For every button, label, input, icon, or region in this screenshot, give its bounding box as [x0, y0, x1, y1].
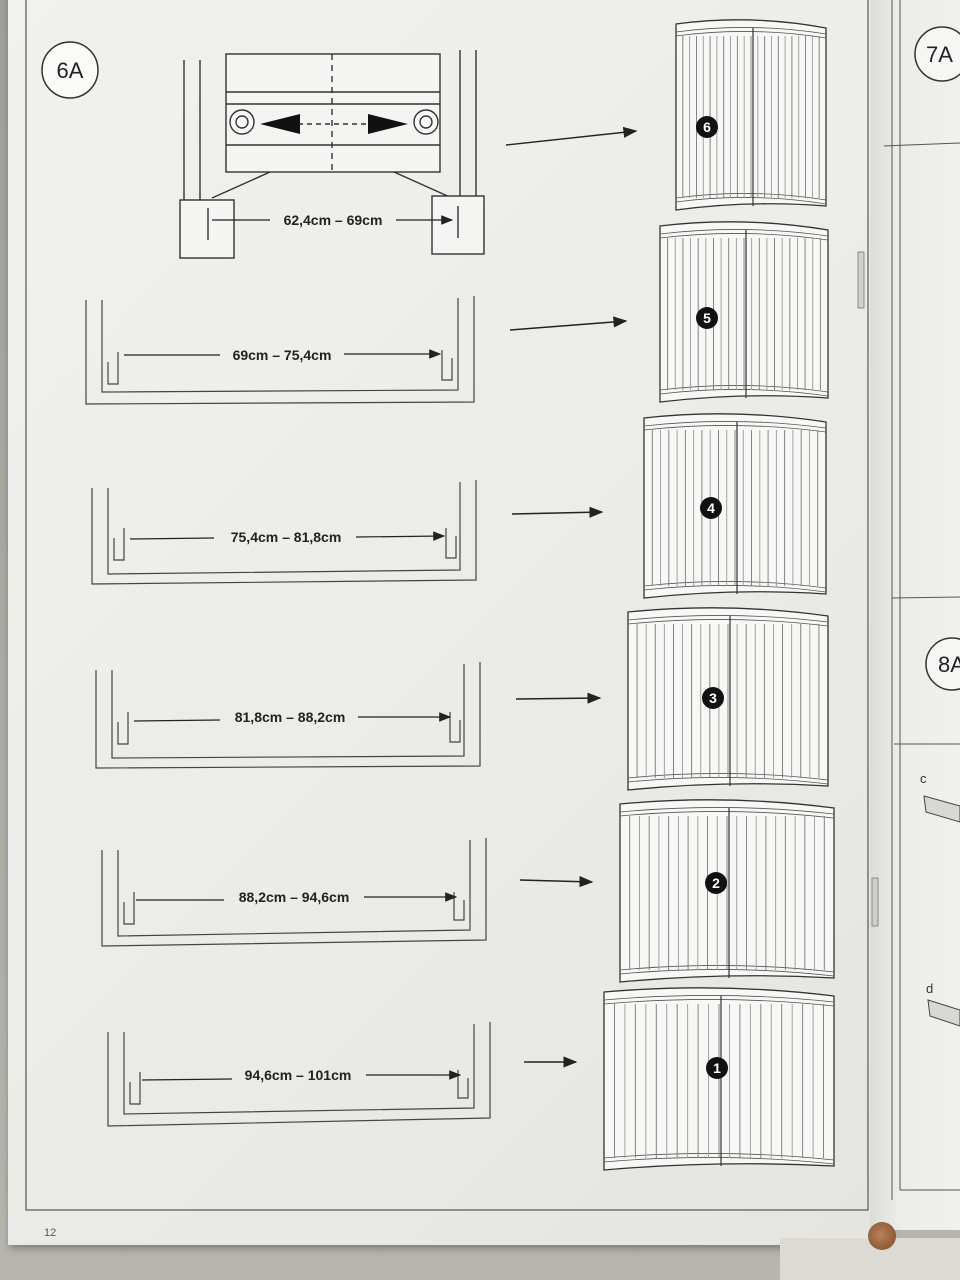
measurement-row: 75,4cm – 81,8cm	[129, 506, 604, 545]
table-hole	[868, 1222, 896, 1250]
gate-number: 2	[712, 875, 720, 891]
range-label: 62,4cm – 69cm	[284, 212, 383, 228]
gate-panel	[603, 987, 835, 1171]
gate-panel	[659, 221, 829, 403]
measurement-row: 94,6cm – 101cm	[141, 1056, 578, 1083]
wall-outlines	[85, 296, 491, 1127]
gate-number: 4	[707, 500, 715, 516]
gate-badge: 3	[702, 687, 724, 709]
range-label: 75,4cm – 81,8cm	[231, 529, 342, 545]
part-letter: c	[920, 771, 927, 786]
gate-number: 3	[709, 690, 717, 706]
facing-page-content: 7A 8A c d	[857, 0, 960, 1200]
measurement-row: 81,8cm – 88,2cm	[133, 692, 602, 725]
step-label: 6A	[57, 58, 84, 83]
binding-clip	[871, 877, 879, 927]
measurement-row: 69cm – 75,4cm	[124, 316, 628, 363]
gate-badge: 1	[706, 1057, 728, 1079]
pointer-arrow	[511, 506, 604, 518]
measurement-row: 62,4cm – 69cm	[212, 126, 638, 228]
pointer-arrow	[509, 316, 628, 331]
gate-number: 6	[703, 119, 711, 135]
gate-panel	[675, 19, 827, 211]
gate-badge: 2	[705, 872, 727, 894]
pointer-arrow	[519, 876, 594, 888]
step-badge-8a	[925, 637, 960, 691]
step-label: 7A	[926, 42, 953, 67]
range-label: 94,6cm – 101cm	[245, 1067, 352, 1083]
part-d-bracket	[927, 999, 960, 1027]
pointer-arrow	[505, 126, 638, 146]
gate-number: 1	[713, 1060, 721, 1076]
step-badge-7a	[914, 26, 960, 82]
part-c-bracket	[923, 795, 960, 823]
gate-number: 5	[703, 310, 711, 326]
measurement-row: 88,2cm – 94,6cm	[136, 876, 594, 905]
part-letter: d	[926, 981, 933, 996]
step-label: 8A	[938, 652, 960, 677]
step-badge-6a: 6A	[41, 41, 99, 99]
gate-badge: 5	[696, 307, 718, 329]
gate-badge: 4	[700, 497, 722, 519]
range-label: 81,8cm – 88,2cm	[235, 709, 346, 725]
gate-panel	[627, 607, 829, 791]
gate-panel	[619, 799, 835, 983]
gate-panel	[643, 413, 827, 599]
gate-badge: 6	[696, 116, 718, 138]
range-label: 88,2cm – 94,6cm	[239, 889, 350, 905]
page-number: 12	[44, 1227, 56, 1239]
page-frame	[25, 0, 869, 1211]
binding-clip	[857, 251, 865, 309]
facing-page	[870, 0, 960, 1230]
detail-illustration	[179, 50, 485, 259]
table-surface	[780, 1238, 960, 1280]
pointer-arrow	[515, 692, 602, 704]
range-label: 69cm – 75,4cm	[233, 347, 332, 363]
gate-panels	[603, 19, 835, 1171]
